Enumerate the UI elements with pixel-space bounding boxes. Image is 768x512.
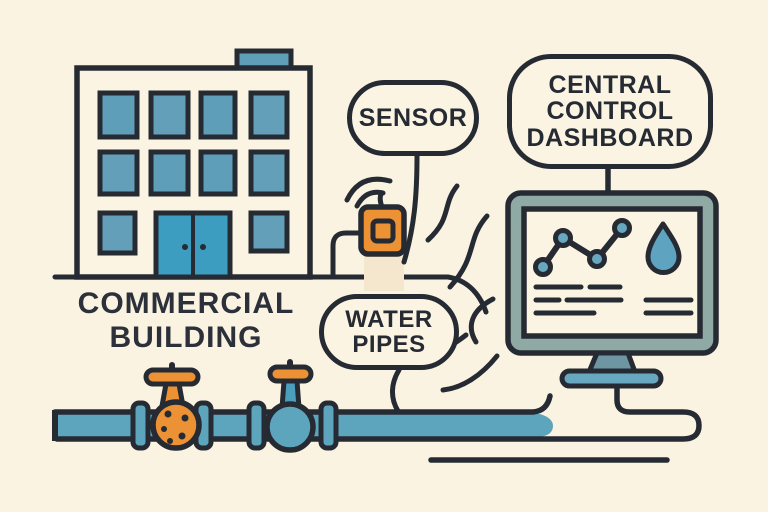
valve-body — [264, 401, 316, 453]
pipe-flange — [130, 400, 151, 451]
dashboard-bubble: CENTRAL CONTROL DASHBOARD — [507, 54, 713, 169]
dashboard-bubble-line3: DASHBOARD — [526, 123, 694, 152]
window — [248, 90, 290, 140]
door-handle — [182, 244, 188, 250]
pipe-flange — [318, 400, 339, 451]
dashboard-bubble-line1: CENTRAL — [548, 70, 672, 99]
sensor-bubble-tail — [401, 153, 420, 265]
pipe-bottom-and-monitor-link — [54, 383, 702, 442]
valve-orange — [143, 362, 202, 451]
building-to-sensor-line — [330, 230, 365, 279]
door-handle — [200, 244, 206, 250]
valve-blue — [264, 359, 316, 453]
pipe-flange — [246, 400, 267, 451]
flow-curve — [440, 353, 500, 393]
waterpipes-bubble-line2: PIPES — [352, 331, 426, 358]
wheel-dot — [164, 410, 172, 418]
waterpipes-bubble-tail — [390, 367, 402, 414]
flow-curve — [425, 183, 460, 243]
commercial-building-label: COMMERCIAL BUILDING — [60, 287, 312, 354]
water-drop-icon — [645, 221, 682, 275]
building-label-line1: COMMERCIAL — [77, 287, 295, 320]
screen-text-lines — [533, 284, 694, 316]
sensor-shadow — [364, 253, 404, 291]
dashboard-bubble-line2: CONTROL — [546, 97, 674, 126]
flow-curve — [468, 296, 496, 345]
wifi-signal-icon — [344, 176, 393, 203]
flow-curve — [447, 213, 490, 290]
waterpipes-bubble: WATER PIPES — [319, 294, 459, 370]
chart-point — [587, 249, 607, 269]
sensor-device — [344, 176, 407, 291]
sensor-lens — [370, 218, 396, 244]
wheel-dot — [181, 414, 189, 422]
window — [97, 149, 140, 197]
chart-point — [553, 228, 573, 248]
window — [148, 90, 191, 140]
wheel-dot — [178, 432, 186, 440]
window — [248, 210, 290, 254]
chart-point — [612, 218, 632, 238]
pipe-top-outline — [52, 393, 553, 415]
chart-point — [533, 257, 553, 277]
window — [248, 149, 290, 197]
dashboard-monitor — [505, 190, 719, 389]
valve-wheel — [150, 399, 202, 451]
building-label-line2: BUILDING — [109, 320, 263, 354]
sensor-bubble-label: SENSOR — [358, 103, 468, 132]
wheel-dot — [161, 426, 167, 432]
window — [97, 90, 140, 140]
monitor-stand-base — [559, 368, 664, 389]
line-chart-icon — [540, 225, 625, 270]
wheel-dot — [167, 438, 173, 444]
window — [97, 210, 138, 256]
sensor-bubble: SENSOR — [347, 80, 479, 156]
commercial-building — [74, 48, 313, 280]
waterpipes-bubble-line1: WATER — [345, 305, 433, 333]
window — [198, 90, 238, 140]
window — [198, 149, 238, 197]
window — [148, 149, 191, 197]
